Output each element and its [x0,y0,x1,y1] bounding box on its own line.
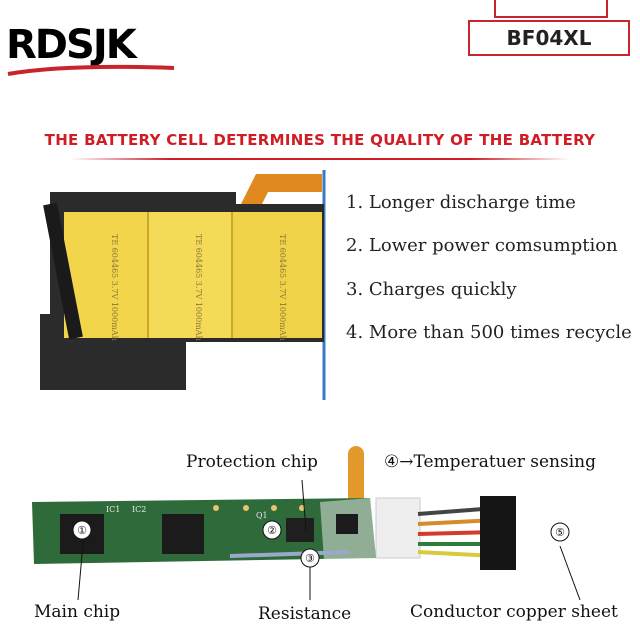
battery-cells [64,212,322,338]
feature-item: 3. Charges quickly [346,279,517,300]
connector [480,496,516,570]
heading-underline [70,158,570,160]
feature-item: 4. More than 500 times recycle [346,322,632,343]
model-badge-frame [494,0,608,18]
label-main-chip: Main chip [34,602,121,622]
label-resistance: Resistance [258,604,352,624]
protection-chip [286,518,314,542]
resistor [229,550,351,558]
brand-logo: RDSJK [6,22,182,82]
marker-resistance: ③ [305,552,315,565]
logo-text: RDSJK [6,22,137,68]
model-badge: BF04XL [468,20,630,56]
cell-label: TE 604465 3.7V 1000mAh [278,234,287,341]
feature-item: 1. Longer discharge time [346,192,576,213]
marker-main-chip: ① [77,524,87,537]
cell-label: TE 604465 3.7V 1000mAh [110,234,119,341]
label-protection-chip: Protection chip [186,452,318,472]
marker-protection-chip: ② [267,524,277,537]
end-block [375,497,421,559]
ic-chip [162,514,204,554]
feature-item: 2. Lower power comsumption [346,235,618,256]
protection-board-illustration: ① ② ③ ⑤ IC1 IC2 Q1 [32,446,581,600]
battery-pack-illustration: TE 604465 3.7V 1000mAh TE 604465 3.7V 10… [40,170,326,400]
silkscreen-ic2: IC2 [132,505,146,514]
page-heading: THE BATTERY CELL DETERMINES THE QUALITY … [44,131,596,149]
battery-cell [148,212,236,338]
label-temperature-sensing: ④→Temperatuer sensing [384,452,596,472]
battery-cell [232,212,322,338]
cell-label: TE 604465 3.7V 1000mAh [194,234,203,341]
silkscreen-q1: Q1 [256,511,268,520]
label-conductor-copper-sheet: Conductor copper sheet [410,602,618,622]
ic-chip [336,514,358,534]
flex-cable [241,174,322,212]
silkscreen-ic1: IC1 [106,505,120,514]
marker-copper-sheet: ⑤ [555,526,565,539]
logo-swoosh-icon [7,64,175,76]
